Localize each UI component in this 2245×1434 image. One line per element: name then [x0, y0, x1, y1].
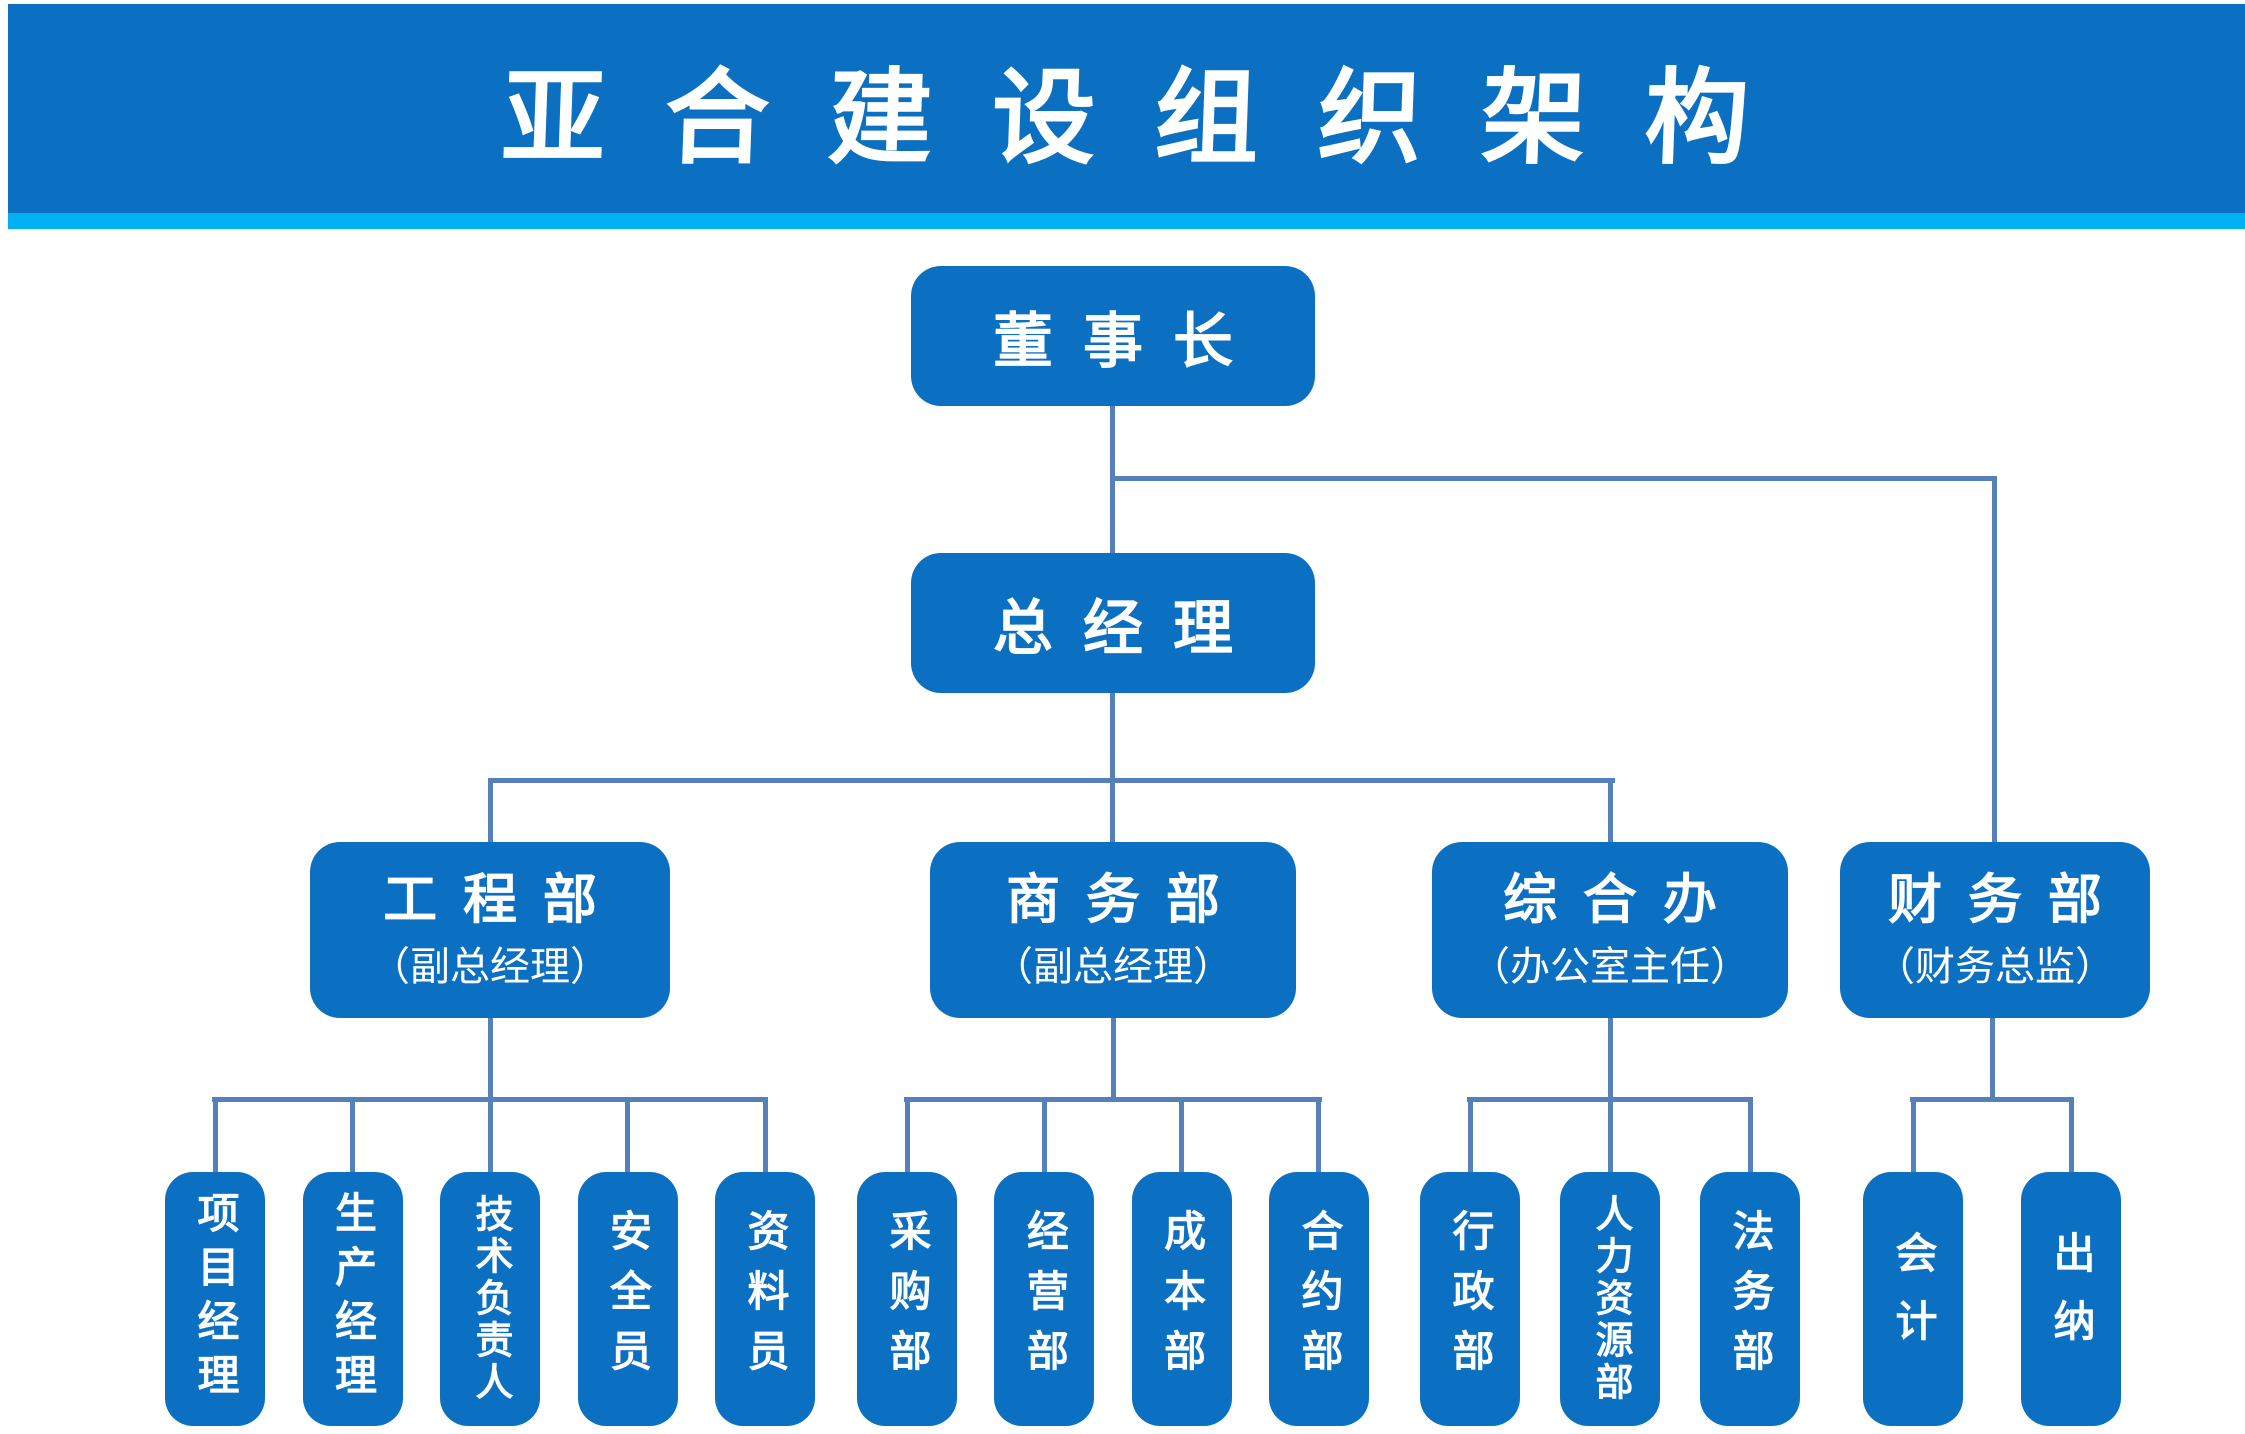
org-node-label: 总经理 — [993, 594, 1263, 662]
connector-chairman-finance-v — [1992, 476, 1997, 844]
finance-children-group: 会计出纳 — [1863, 1018, 2121, 1426]
page-title: 亚合建设组织架构 — [500, 61, 1811, 177]
org-child-node: 安全员 — [577, 1097, 678, 1426]
org-node-finance-dept: 财务部 （财务总监） — [1840, 842, 2150, 1018]
connector-gm-depts-rail — [488, 778, 1615, 783]
org-child-node-label: 生产经理 — [329, 1191, 377, 1407]
org-child-node: 行政部 — [1420, 1097, 1520, 1426]
engineering-children-group: 项目经理 生产经理 技术负责人 安全员 资料员 — [165, 1018, 815, 1426]
org-node-label: 财务部 — [1888, 870, 2128, 931]
connector-rail — [1910, 1097, 2074, 1102]
org-node-label: 商务部 — [1006, 870, 1246, 931]
org-child-node-label: 项目经理 — [192, 1191, 239, 1407]
org-child-node-label: 行政部 — [1447, 1209, 1494, 1389]
connector-stub — [1989, 1018, 1995, 1102]
org-child-node-label: 合约部 — [1295, 1209, 1343, 1389]
org-child-node-label: 资料员 — [742, 1209, 789, 1389]
org-node-label: 董事长 — [993, 307, 1263, 375]
org-child-node: 项目经理 — [165, 1097, 265, 1426]
org-child-node: 资料员 — [715, 1097, 815, 1426]
org-child-node-label: 经营部 — [1021, 1209, 1069, 1389]
org-child-node: 法务部 — [1700, 1097, 1800, 1426]
org-node-subtitle: （副总经理） — [993, 944, 1233, 989]
org-child-node: 生产经理 — [302, 1097, 403, 1426]
connector-gm-stub — [1110, 690, 1115, 782]
connector-stub — [1607, 1018, 1613, 1102]
org-child-node: 会计 — [1863, 1097, 1963, 1426]
connector-drop-commerce — [1110, 778, 1115, 844]
org-child-node-label: 法务部 — [1727, 1209, 1774, 1389]
general-office-children-group: 行政部 人力资源部 法务部 — [1420, 1018, 1800, 1426]
banner-accent-strip — [8, 213, 2245, 229]
org-child-node: 出纳 — [2021, 1097, 2121, 1426]
org-child-node-label: 安全员 — [604, 1209, 652, 1389]
title-banner: 亚合建设组织架构 — [8, 4, 2245, 213]
connector-drop-general-office — [1608, 778, 1613, 844]
org-child-node: 人力资源部 — [1560, 1097, 1660, 1426]
org-child-node: 采购部 — [857, 1097, 957, 1426]
org-node-chairman: 董事长 — [911, 266, 1315, 406]
org-node-engineering-dept: 工程部 （副总经理） — [310, 842, 670, 1018]
org-child-node-label: 人力资源部 — [1589, 1194, 1631, 1404]
org-node-subtitle: （财务总监） — [1875, 944, 2115, 989]
org-child-node-label: 出纳 — [2048, 1231, 2095, 1367]
org-child-node: 技术负责人 — [440, 1097, 540, 1426]
org-child-node: 成本部 — [1131, 1097, 1232, 1426]
org-node-general-office: 综合办 （办公室主任） — [1432, 842, 1788, 1018]
org-child-node: 经营部 — [994, 1097, 1095, 1426]
org-node-subtitle: （副总经理） — [370, 944, 610, 989]
org-node-general-manager: 总经理 — [911, 553, 1315, 693]
connector-rail — [904, 1097, 1322, 1102]
org-node-label: 综合办 — [1503, 870, 1743, 931]
org-child-node-label: 采购部 — [884, 1209, 931, 1389]
org-child-node: 合约部 — [1268, 1097, 1369, 1426]
org-node-label: 工程部 — [383, 870, 623, 931]
commerce-children-group: 采购部 经营部 成本部 合约部 — [857, 1018, 1369, 1426]
connector-chairman-finance-h — [1110, 476, 1997, 481]
org-node-commerce-dept: 商务部 （副总经理） — [930, 842, 1296, 1018]
org-child-node-label: 成本部 — [1158, 1209, 1206, 1389]
org-child-node-label: 会计 — [1890, 1231, 1937, 1367]
connector-stub — [487, 1018, 493, 1102]
org-node-subtitle: （办公室主任） — [1470, 944, 1750, 989]
connector-drop-engineering — [488, 778, 493, 844]
org-child-node-label: 技术负责人 — [469, 1194, 511, 1404]
connector-stub — [1110, 1018, 1116, 1102]
